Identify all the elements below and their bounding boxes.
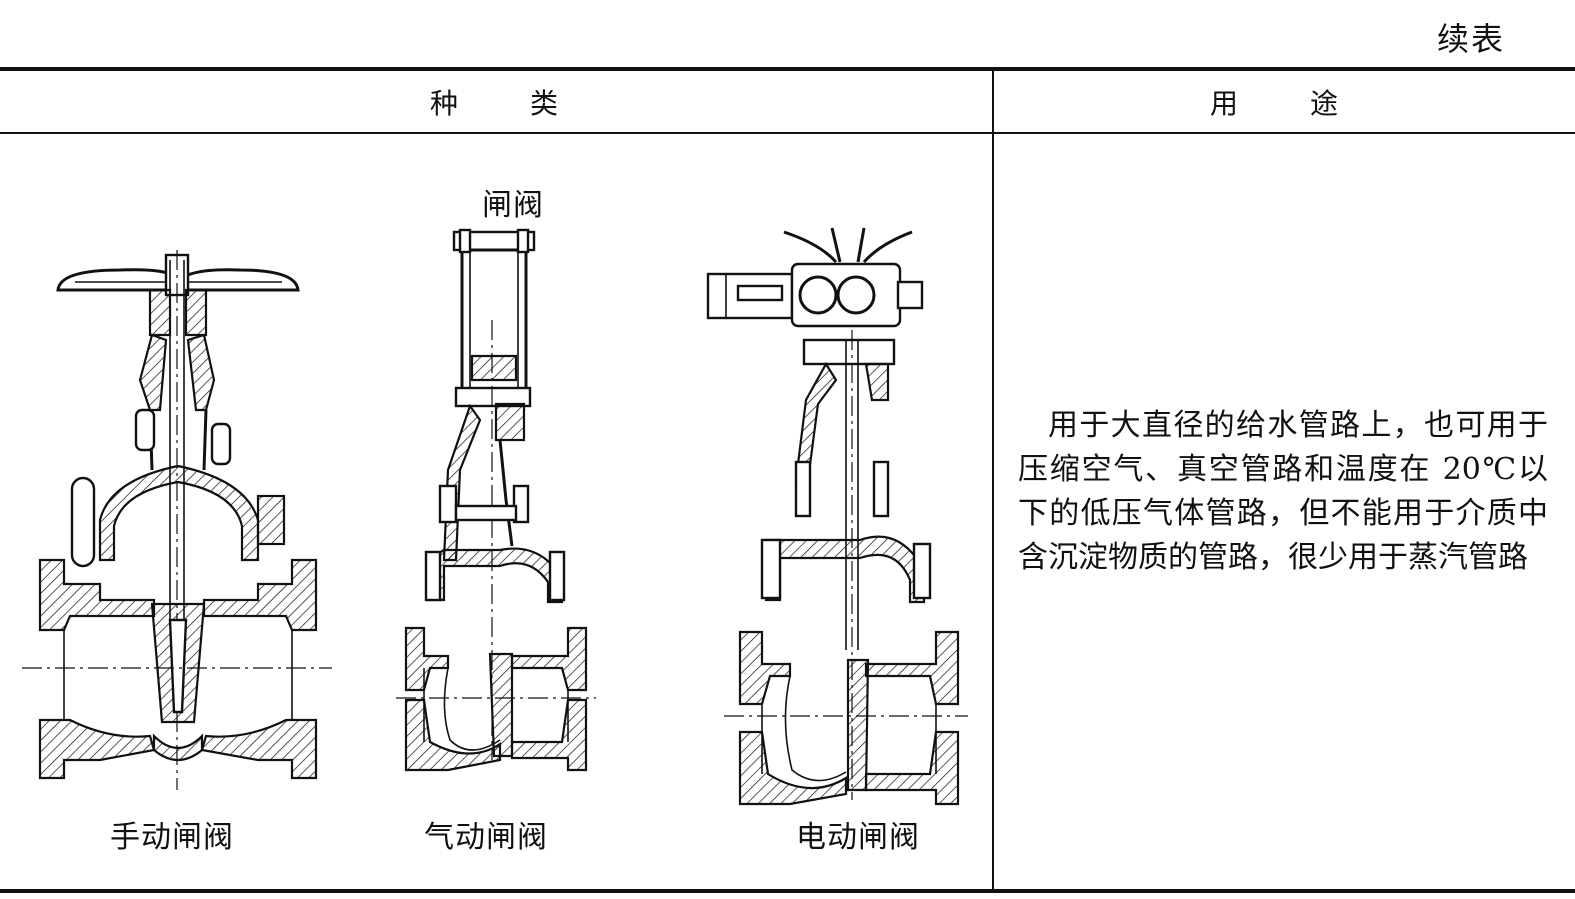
- header-kind-char-1: 种: [430, 87, 461, 120]
- header-use-char-2: 途: [1310, 87, 1341, 120]
- header-bottom-rule: [0, 132, 1575, 134]
- usage-description: 用于大直径的给水管路上，也可用于压缩空气、真空管路和温度在 20℃以下的低压气体…: [1018, 408, 1548, 575]
- header-kind-char-2: 类: [530, 87, 561, 120]
- column-header-use: 用途: [1210, 82, 1340, 122]
- table-top-rule: [0, 67, 1575, 71]
- header-use-char-1: 用: [1210, 87, 1241, 120]
- electric-gate-valve-drawing: [706, 227, 968, 806]
- column-divider: [992, 70, 994, 890]
- figure-title: 闸阀: [482, 188, 544, 223]
- caption-manual-gate-valve: 手动闸阀: [110, 820, 234, 855]
- pneumatic-gate-valve-drawing: [396, 228, 596, 772]
- caption-electric-gate-valve: 电动闸阀: [796, 820, 920, 855]
- continued-label: 续表: [1436, 20, 1505, 58]
- column-header-kind: 种类: [430, 82, 560, 122]
- table-bottom-rule: [0, 889, 1575, 893]
- manual-gate-valve-drawing: [22, 250, 332, 790]
- caption-pneumatic-gate-valve: 气动闸阀: [424, 820, 548, 855]
